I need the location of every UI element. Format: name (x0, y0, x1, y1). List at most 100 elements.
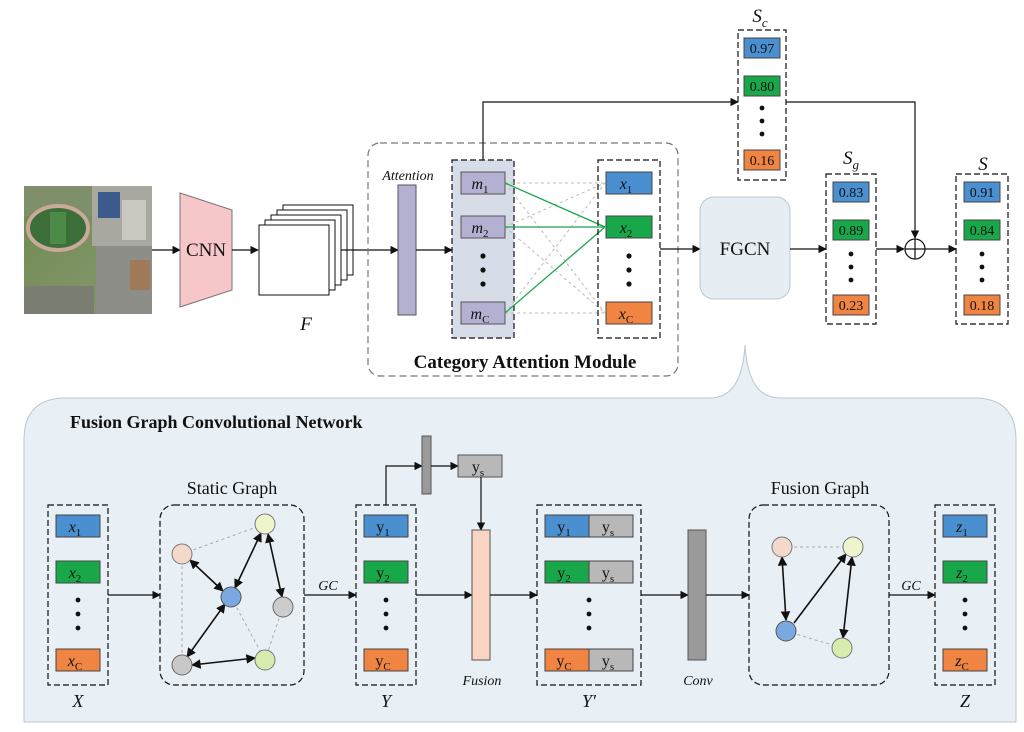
s-title: S (978, 154, 988, 175)
arrow-sc-sum (786, 101, 920, 239)
x-item-1: x1 (605, 171, 653, 196)
x-item-c: xC (605, 301, 653, 326)
x-item-2: x2 (605, 215, 653, 240)
svg-text:y2: y2 (557, 565, 571, 585)
sc-value-c: 0.16 (750, 154, 775, 169)
attention-label: Attention (381, 169, 433, 184)
x-column-box (597, 159, 661, 339)
z-dots (962, 597, 968, 631)
svg-text:y1: y1 (557, 519, 571, 539)
ys-box (457, 454, 503, 478)
z-item-c: zC (942, 648, 988, 673)
svg-text:x2: x2 (68, 565, 82, 585)
m-item-c: mC (460, 301, 506, 326)
s-value-1: 0.91 (970, 186, 995, 201)
y-dots (383, 597, 389, 631)
sc-value-c-box (743, 149, 781, 171)
static-graph-box (159, 504, 305, 686)
ys-label: ys (472, 459, 484, 479)
fgcn-label: FGCN (720, 239, 771, 260)
x-label: X (72, 691, 85, 711)
svg-text:zC: zC (954, 653, 969, 673)
m-item-2: m2 (460, 215, 506, 240)
gc-label: GC (318, 579, 338, 594)
cam-box (367, 142, 679, 377)
svg-text:yC: yC (556, 653, 571, 673)
sg-value-c: 0.23 (839, 299, 864, 314)
svg-text:x2: x2 (619, 220, 633, 240)
m-item-1: m1 (460, 171, 506, 196)
svg-text:z2: z2 (955, 565, 968, 585)
sc-value-2: 0.80 (750, 80, 775, 95)
s-value-2-box (963, 219, 1001, 241)
sg-value-2: 0.89 (839, 224, 864, 239)
sum-operator-icon (904, 238, 926, 260)
feature-maps (258, 204, 354, 296)
sg-title: Sg (843, 148, 860, 172)
satellite-image (24, 186, 152, 314)
conv-label: Conv (683, 674, 713, 689)
fgcn-panel (23, 344, 1017, 723)
fusion-bar (471, 529, 491, 661)
sg-value-2-box (832, 219, 870, 241)
s-value-1-box (963, 181, 1001, 203)
z-label: Z (960, 691, 971, 711)
fgcn-block (699, 196, 791, 300)
s-dots (979, 251, 985, 283)
cnn-label: CNN (186, 240, 226, 261)
y-item-1: y1 (363, 514, 409, 539)
sc-title: Sc (752, 6, 768, 30)
sg-value-1-box (832, 181, 870, 203)
z-box (934, 504, 996, 686)
y-item-c: yC (363, 648, 409, 673)
fgcn-panel-title: Fusion Graph Convolutional Network (70, 412, 363, 432)
fusion-graph-label: Fusion Graph (771, 478, 870, 498)
sc-value-1: 0.97 (750, 42, 775, 57)
sc-dots (759, 105, 765, 137)
cam-title: Category Attention Module (414, 352, 637, 373)
svg-text:z1: z1 (955, 519, 968, 539)
sg-value-1: 0.83 (839, 186, 864, 201)
s-box (955, 173, 1009, 325)
z-item-1: z1 (942, 514, 988, 539)
svg-text:m1: m1 (471, 176, 488, 196)
svg-text:x1: x1 (68, 519, 82, 539)
svg-text:ys: ys (602, 519, 614, 539)
sg-box (825, 173, 877, 325)
fusion-label: Fusion (462, 674, 502, 689)
conv-bar (687, 529, 707, 661)
sc-box (737, 29, 787, 181)
svg-text:xC: xC (618, 306, 633, 326)
s-value-c-box (963, 294, 1001, 316)
fusion-graph (771, 536, 864, 659)
svg-text:m2: m2 (471, 220, 488, 240)
yprime-item-2: y2 ys (544, 560, 634, 585)
pool-bar (421, 435, 432, 495)
gc2-label: GC (901, 579, 921, 594)
feature-label: F (299, 314, 312, 335)
arrow-m-sc (482, 97, 739, 160)
bx-item-2: x2 (55, 560, 101, 585)
svg-text:ys: ys (602, 653, 614, 673)
yprime-item-c: yC ys (544, 648, 634, 673)
bx-dots (75, 597, 81, 631)
y-item-2: y2 (363, 560, 409, 585)
sc-value-1-box (743, 37, 781, 59)
y-label: Y (381, 691, 393, 711)
s-value-c: 0.18 (970, 299, 995, 314)
attention-connections (504, 182, 606, 314)
arrow-y-pool (385, 461, 423, 505)
cnn-block (179, 192, 233, 308)
yprime-label: Y′ (582, 691, 597, 711)
sg-value-c-box (832, 294, 870, 316)
svg-text:x1: x1 (619, 176, 633, 196)
sg-dots (848, 251, 854, 283)
svg-text:y2: y2 (376, 565, 390, 585)
svg-text:xC: xC (67, 653, 82, 673)
svg-text:yC: yC (375, 653, 390, 673)
s-value-2: 0.84 (970, 224, 995, 239)
m-dots (480, 253, 486, 287)
svg-text:ys: ys (602, 565, 614, 585)
attention-bar (397, 184, 417, 316)
